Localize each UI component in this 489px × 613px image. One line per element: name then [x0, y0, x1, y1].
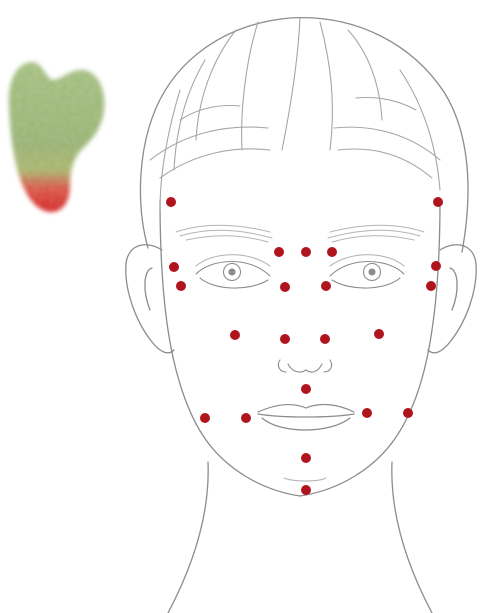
mouth [258, 405, 354, 430]
point-brow-inner-right [327, 247, 337, 257]
nose [278, 360, 331, 372]
point-nose-side-left [280, 334, 290, 344]
eyebrows [176, 225, 424, 242]
left-ear [126, 245, 174, 353]
point-under-eye-left [280, 282, 290, 292]
point-chin-upper [301, 453, 311, 463]
left-eyebrow [176, 225, 272, 242]
point-jaw-right [403, 408, 413, 418]
point-forehead-left-temple [166, 197, 176, 207]
hair-strands [150, 18, 440, 210]
point-mouth-corner-left [241, 413, 251, 423]
right-eyebrow [328, 225, 424, 242]
left-eye [196, 255, 270, 288]
chin-line [284, 478, 326, 481]
head-outline [140, 18, 468, 252]
point-forehead-right-temple [433, 197, 443, 207]
right-eye [330, 255, 404, 288]
neck-left [168, 462, 208, 613]
point-jaw-left [200, 413, 210, 423]
left-jaw-outline [160, 200, 300, 496]
point-mouth-corner-right [362, 408, 372, 418]
point-eye-outer-right [426, 281, 436, 291]
neck-right [392, 462, 432, 613]
point-nose-side-right [320, 334, 330, 344]
point-cheek-left [230, 330, 240, 340]
point-cheek-right [374, 329, 384, 339]
point-brow-center [301, 247, 311, 257]
pressure-points [166, 197, 443, 495]
point-brow-inner-left [274, 247, 284, 257]
point-brow-outer-right [431, 261, 441, 271]
eyes [196, 255, 404, 288]
point-under-eye-right [321, 281, 331, 291]
point-eye-outer-left [176, 281, 186, 291]
point-brow-outer-left [169, 262, 179, 272]
right-jaw-outline [300, 200, 440, 496]
point-chin-lower [301, 485, 311, 495]
point-philtrum [301, 384, 311, 394]
face-outline [126, 18, 476, 613]
gua-sha-stone-icon [0, 55, 115, 220]
